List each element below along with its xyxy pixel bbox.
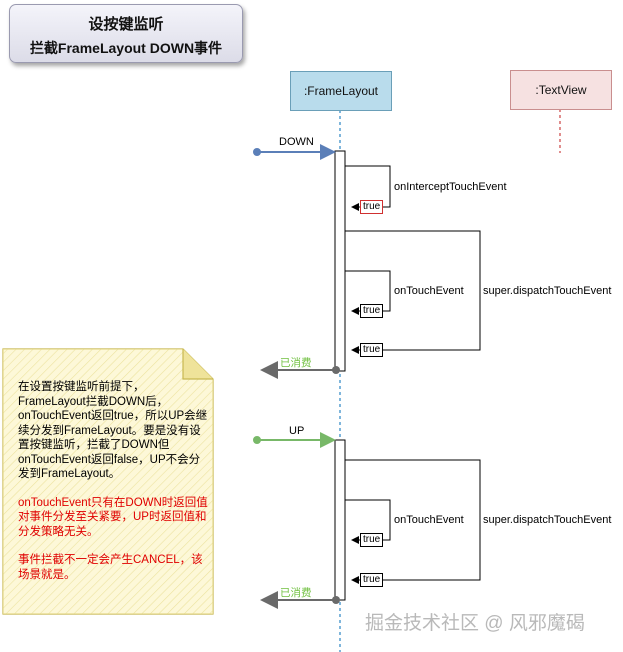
participant-framelayout: :FrameLayout <box>290 71 392 111</box>
participant-textview: :TextView <box>510 70 612 110</box>
activation-bar-down <box>334 150 346 372</box>
consumed-dot-up <box>332 596 340 604</box>
return-label-touch-down: true <box>360 304 384 318</box>
consumed-dot-down <box>332 366 340 374</box>
super-dispatch-down-line <box>345 230 481 354</box>
touch-call-label-up: onTouchEvent <box>394 514 464 526</box>
note-paragraph-1: 在设置按键监听前提下，FrameLayout拦截DOWN后，onTouchEve… <box>18 381 208 480</box>
note-text: 在设置按键监听前提下，FrameLayout拦截DOWN后，onTouchEve… <box>18 380 208 596</box>
intercept-call-label: onInterceptTouchEvent <box>394 181 507 193</box>
consumed-label-down: 已消费 <box>280 357 312 369</box>
down-label: DOWN <box>279 136 314 148</box>
return-label-dispatch-down: true <box>360 343 384 357</box>
super-dispatch-up-line <box>345 459 481 584</box>
note-paragraph-3: 事件拦截不一定会产生CANCEL，该场景就是。 <box>18 554 203 581</box>
title-box: 设按键监听 拦截FrameLayout DOWN事件 <box>9 4 243 63</box>
activation-bar-up <box>334 439 346 601</box>
return-label-intercept: true <box>360 200 384 214</box>
title-line-1: 设按键监听 <box>88 16 164 33</box>
title-line-2: 拦截FrameLayout DOWN事件 <box>29 40 223 56</box>
return-label-dispatch-up: true <box>360 573 384 587</box>
touch-call-label-down: onTouchEvent <box>394 285 464 297</box>
note-shape <box>2 348 214 615</box>
up-label: UP <box>289 425 305 437</box>
note-paragraph-2: onTouchEvent只有在DOWN时返回值对事件分发至关紧要，UP时返回值和… <box>18 496 208 538</box>
consumed-label-up: 已消费 <box>280 587 312 599</box>
super-dispatch-label-down: super.dispatchTouchEvent <box>483 285 612 297</box>
watermark: 掘金技术社区 @ 风邪魔碣 <box>365 613 585 634</box>
super-dispatch-label-up: super.dispatchTouchEvent <box>483 514 612 526</box>
return-label-touch-up: true <box>360 533 384 547</box>
